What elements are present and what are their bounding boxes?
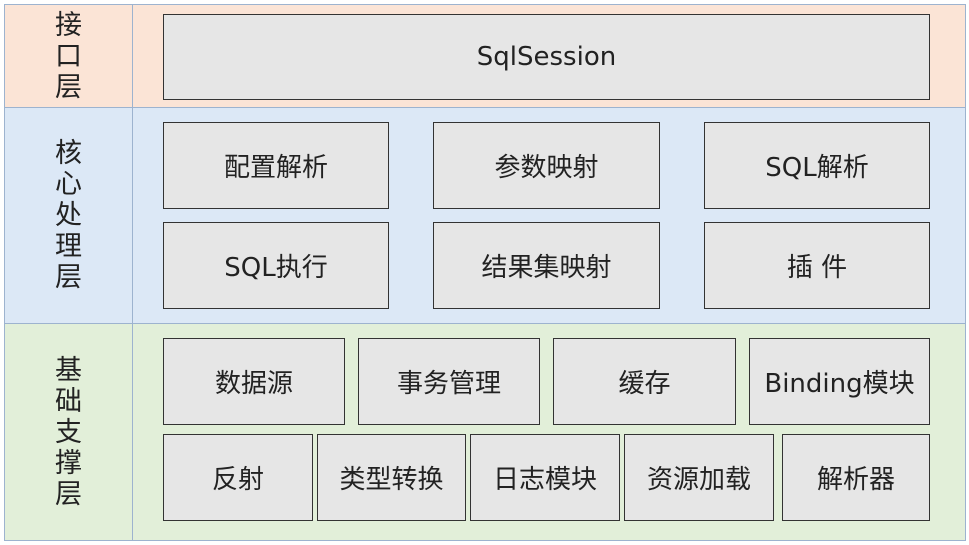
interface-layer-label: 接口层: [55, 9, 82, 103]
resource-loading-box: 资源加载: [624, 434, 774, 521]
reflection-box: 反射: [163, 434, 313, 521]
config-parse-box: 配置解析: [163, 122, 389, 209]
plugin-box: 插 件: [704, 222, 930, 309]
parser-box: 解析器: [782, 434, 930, 521]
core-layer-label: 核心处理层: [55, 138, 82, 293]
cache-box: 缓存: [553, 338, 736, 425]
transaction-box: 事务管理: [358, 338, 540, 425]
datasource-box: 数据源: [163, 338, 345, 425]
resultset-mapping-box: 结果集映射: [433, 222, 660, 309]
type-conversion-box: 类型转换: [317, 434, 466, 521]
base-layer-label: 基础支撑层: [55, 354, 82, 510]
core-layer-label-cell: 核心处理层: [5, 108, 133, 323]
param-mapping-box: 参数映射: [433, 122, 660, 209]
logging-module-box: 日志模块: [470, 434, 620, 521]
sql-parse-box: SQL解析: [704, 122, 930, 209]
binding-module-box: Binding模块: [749, 338, 930, 425]
sqlsession-box: SqlSession: [163, 14, 930, 100]
sql-execute-box: SQL执行: [163, 222, 389, 309]
interface-layer-label-cell: 接口层: [5, 5, 133, 107]
base-layer-label-cell: 基础支撑层: [5, 324, 133, 540]
